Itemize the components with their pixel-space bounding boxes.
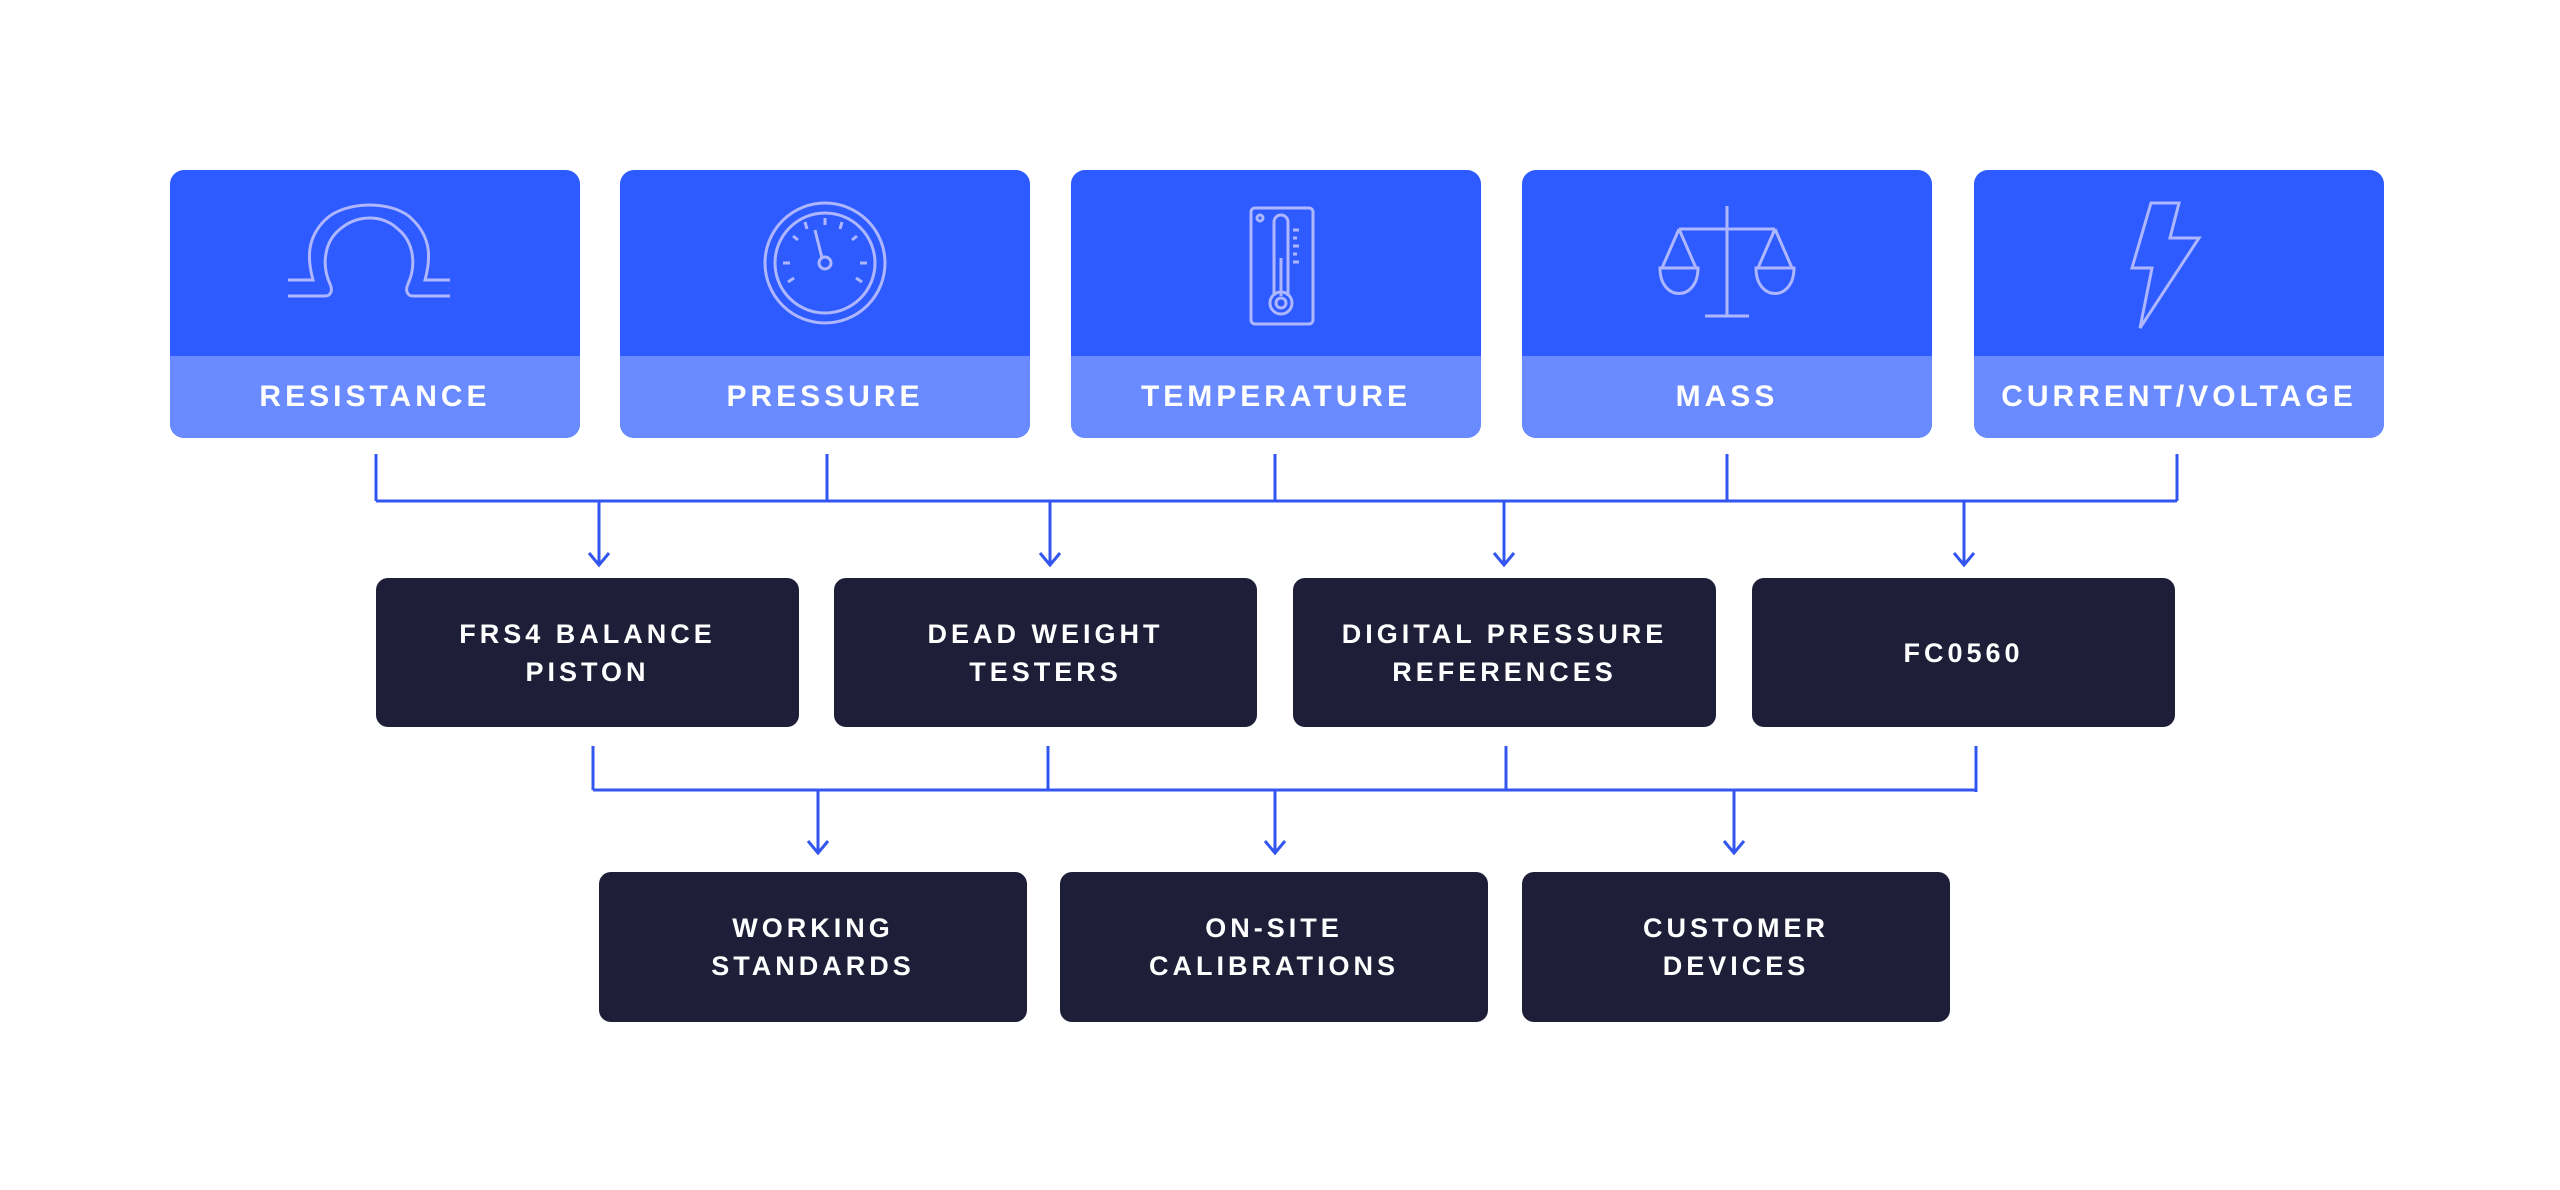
scale-icon [1658,206,1796,318]
node-label: WORKING STANDARDS [711,913,915,981]
instrument-dead-weight-testers: DEAD WEIGHT TESTERS [834,578,1257,727]
node-label: ON-SITE CALIBRATIONS [1149,913,1399,981]
category-label: CURRENT/VOLTAGE [2001,380,2357,413]
node-label: CUSTOMER DEVICES [1642,913,1829,981]
output-customer-devices: CUSTOMER DEVICES [1522,872,1950,1022]
category-mass: MASS [1522,170,1932,438]
category-current-voltage: CURRENT/VOLTAGE [1974,170,2384,438]
node-label: FRS4 BALANCE PISTON [459,618,716,687]
output-working-standards: WORKING STANDARDS [599,872,1027,1022]
gauge-icon [763,201,887,325]
lightning-icon [2129,201,2202,329]
ohm-icon [288,203,450,298]
thermometer-icon [1249,206,1315,326]
node-label: DEAD WEIGHT TESTERS [927,618,1164,687]
instrument-fc0560: FC0560 [1752,578,2175,727]
instrument-frs4-balance-piston: FRS4 BALANCE PISTON [376,578,799,727]
category-label: RESISTANCE [259,380,491,413]
category-label: TEMPERATURE [1140,380,1412,413]
category-pressure: PRESSURE [620,170,1030,438]
output-on-site-calibrations: ON-SITE CALIBRATIONS [1060,872,1488,1022]
node-label: FC0560 [1903,637,2024,668]
category-label: MASS [1675,380,1779,413]
category-temperature: TEMPERATURE [1071,170,1481,438]
node-label: DIGITAL PRESSURE REFERENCES [1341,618,1668,687]
instrument-digital-pressure-references: DIGITAL PRESSURE REFERENCES [1293,578,1716,727]
category-label: PRESSURE [726,380,924,413]
category-resistance: RESISTANCE [170,170,580,438]
